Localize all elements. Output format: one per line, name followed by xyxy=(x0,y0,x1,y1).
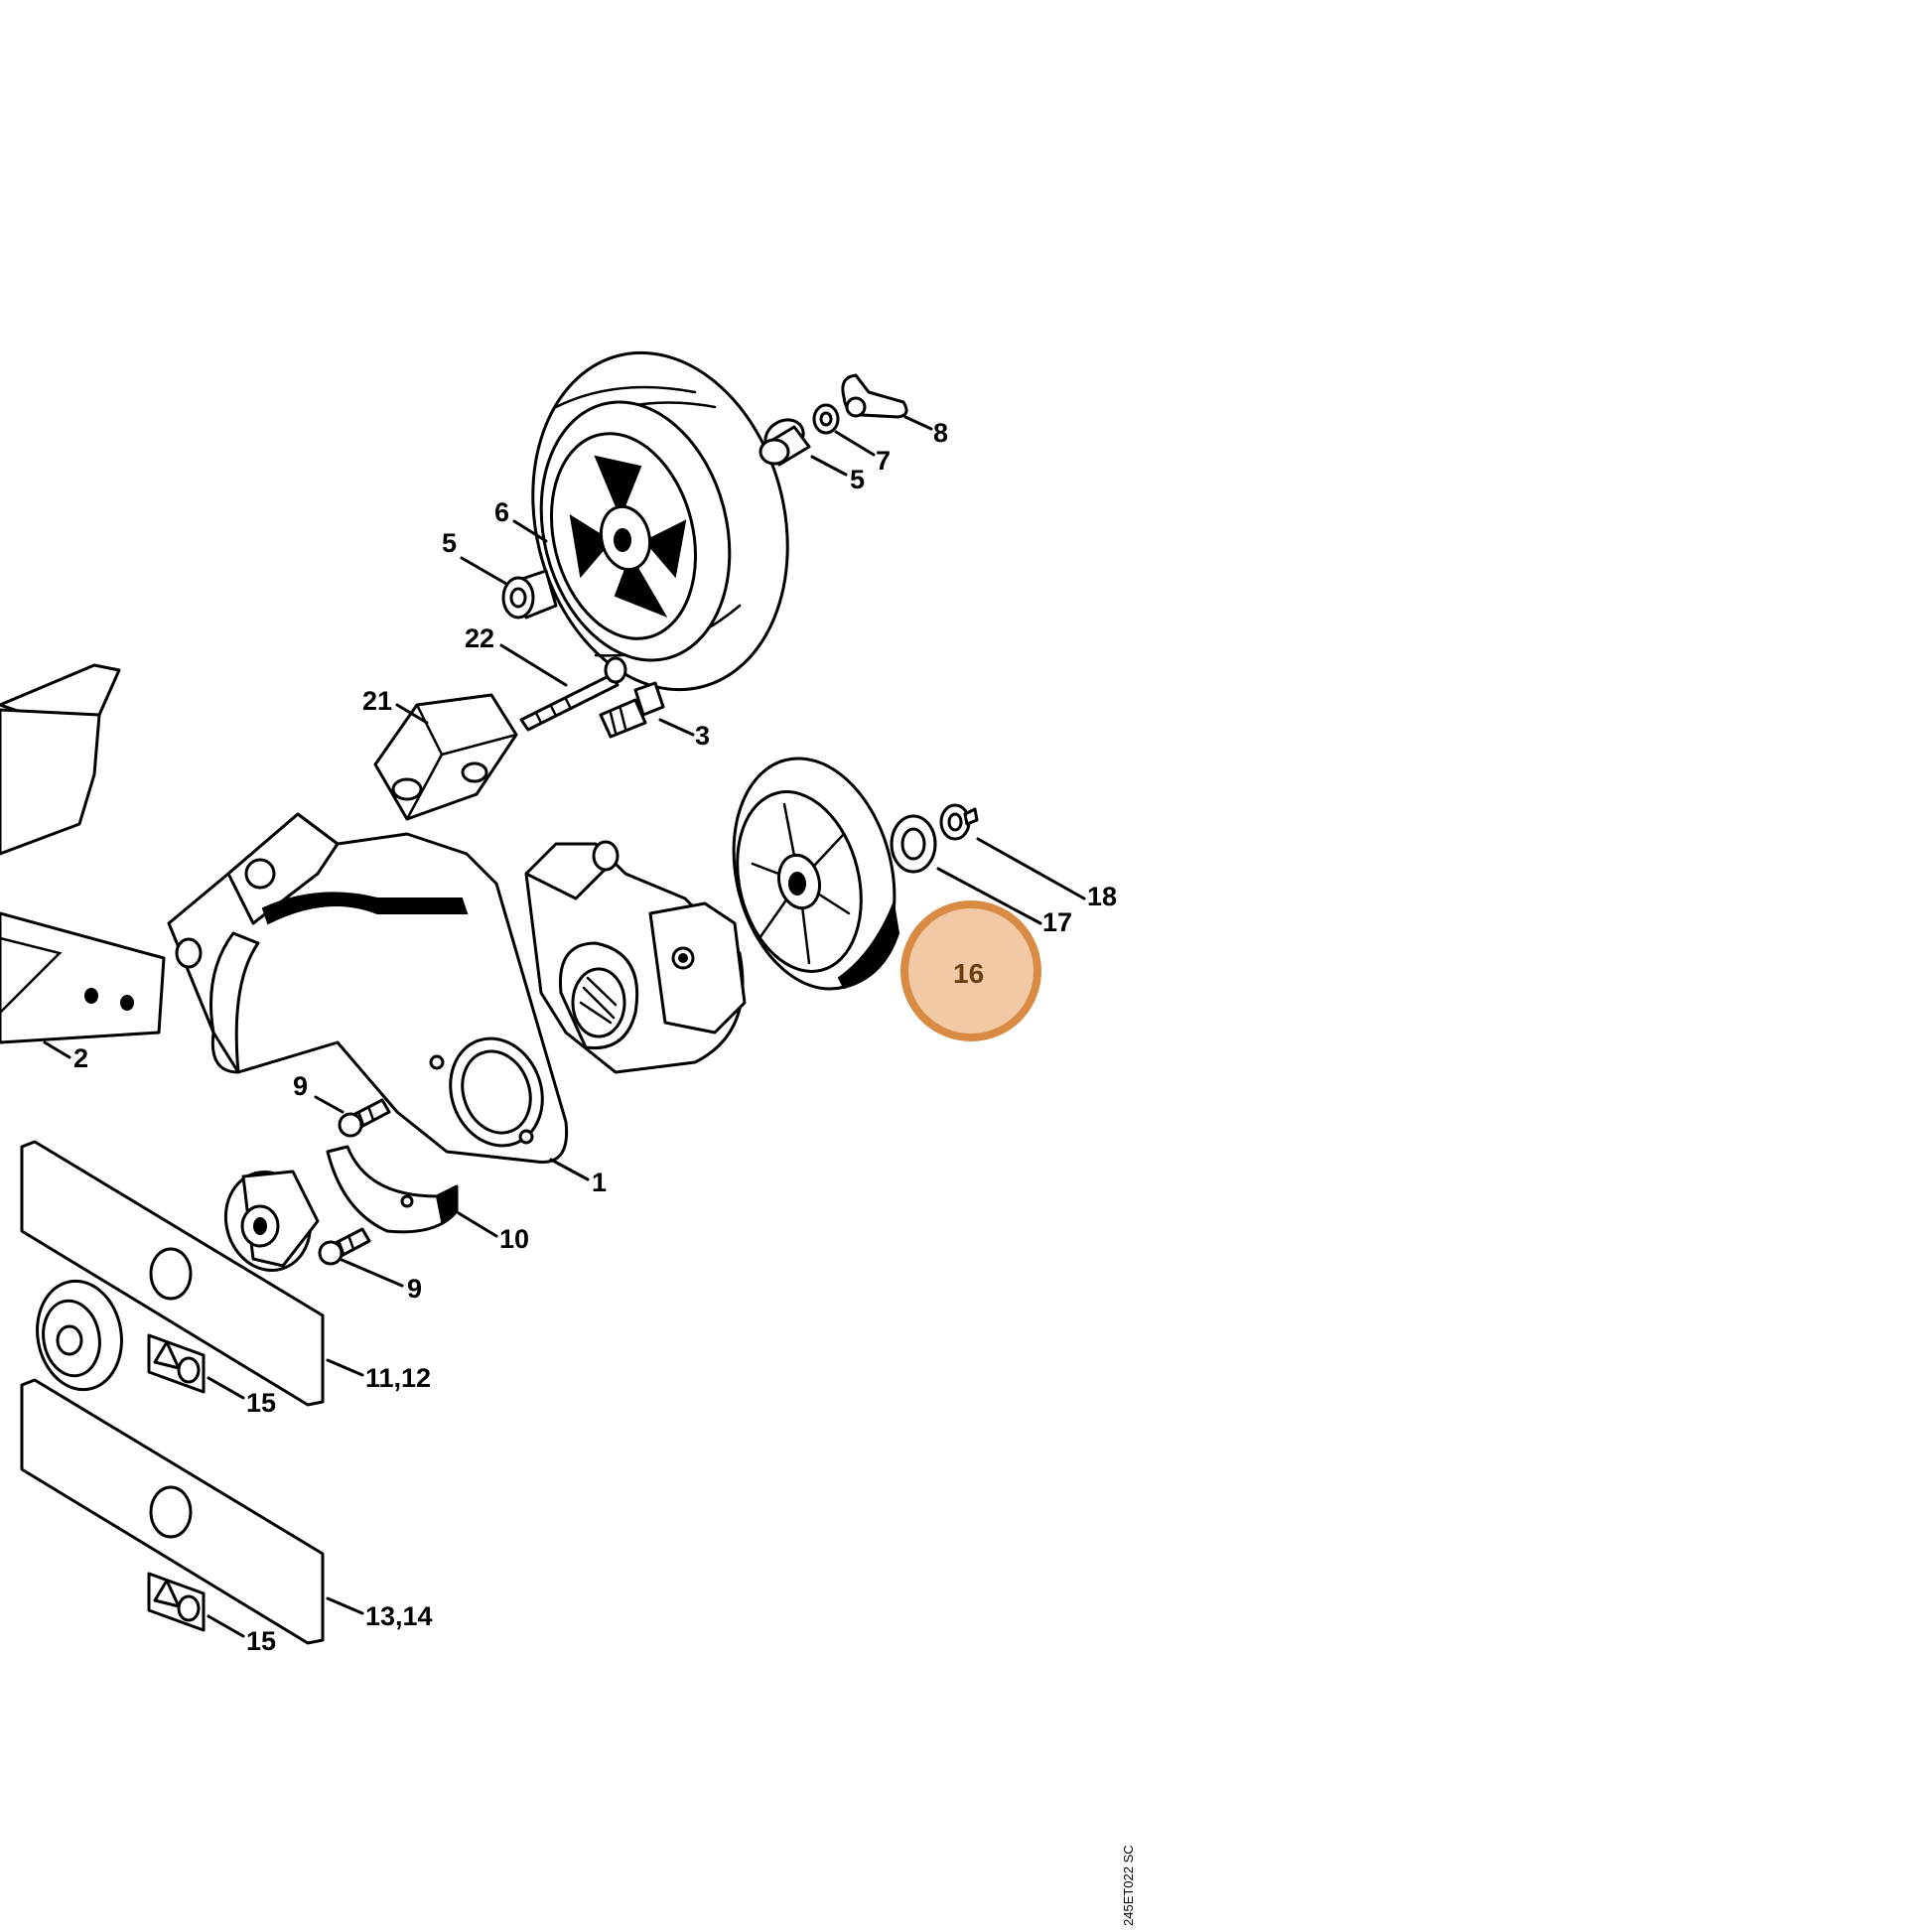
callout-5-right[interactable]: 5 xyxy=(850,465,865,494)
warning-label-upper[interactable] xyxy=(147,1333,206,1394)
callout-9-upper[interactable]: 9 xyxy=(293,1071,308,1101)
callout-21[interactable]: 21 xyxy=(362,686,392,716)
hex-screw[interactable] xyxy=(599,681,665,739)
callout-9-lower[interactable]: 9 xyxy=(407,1274,422,1304)
callout-5-left[interactable]: 5 xyxy=(442,528,457,558)
screw-lower[interactable] xyxy=(318,1227,371,1266)
callout-8[interactable]: 8 xyxy=(933,418,948,448)
gearbox[interactable] xyxy=(524,840,747,1074)
bushing-left[interactable] xyxy=(501,569,558,620)
handle-bracket-upper[interactable] xyxy=(0,663,121,856)
wing-nut[interactable] xyxy=(841,373,908,419)
retaining-clip[interactable] xyxy=(939,803,979,841)
callout-1[interactable]: 1 xyxy=(592,1168,607,1197)
thrust-washer[interactable] xyxy=(29,1275,130,1397)
blade-upper[interactable] xyxy=(20,1140,325,1407)
callout-11-12[interactable]: 11,12 xyxy=(365,1363,431,1393)
washer[interactable] xyxy=(812,403,840,435)
blade-lower[interactable] xyxy=(20,1378,325,1645)
warning-label-lower[interactable] xyxy=(147,1572,206,1632)
callout-2[interactable]: 2 xyxy=(73,1043,88,1073)
callout-15-upper[interactable]: 15 xyxy=(246,1388,276,1418)
callout-15-lower[interactable]: 15 xyxy=(246,1626,276,1656)
callout-22[interactable]: 22 xyxy=(465,623,494,653)
wheel-washer[interactable] xyxy=(890,814,937,874)
leader-lines xyxy=(43,415,1086,1638)
callout-18[interactable]: 18 xyxy=(1087,882,1117,911)
axle-bolt[interactable] xyxy=(519,656,627,732)
highlight-circle[interactable] xyxy=(900,900,1041,1041)
callout-10[interactable]: 10 xyxy=(499,1224,529,1254)
blade-guard-housing[interactable] xyxy=(167,812,569,1164)
front-wheel[interactable] xyxy=(711,742,917,1007)
callout-3[interactable]: 3 xyxy=(695,721,710,751)
blade-hub[interactable] xyxy=(214,1163,321,1280)
callout-6[interactable]: 6 xyxy=(494,497,509,527)
guard-segment[interactable] xyxy=(326,1145,459,1234)
handle-bracket-lower[interactable] xyxy=(0,911,166,1044)
callout-16[interactable]: 16 xyxy=(953,958,984,989)
callout-7[interactable]: 7 xyxy=(876,446,891,476)
callout-17[interactable]: 17 xyxy=(1042,907,1072,937)
callout-13-14[interactable]: 13,14 xyxy=(365,1601,433,1631)
rear-wheel[interactable] xyxy=(498,326,822,717)
bushing-upper-right[interactable] xyxy=(759,413,811,467)
screw-upper[interactable] xyxy=(338,1098,391,1138)
drawing-code: 245ET022 SC xyxy=(1121,1845,1136,1926)
axle-mount[interactable] xyxy=(373,693,518,821)
